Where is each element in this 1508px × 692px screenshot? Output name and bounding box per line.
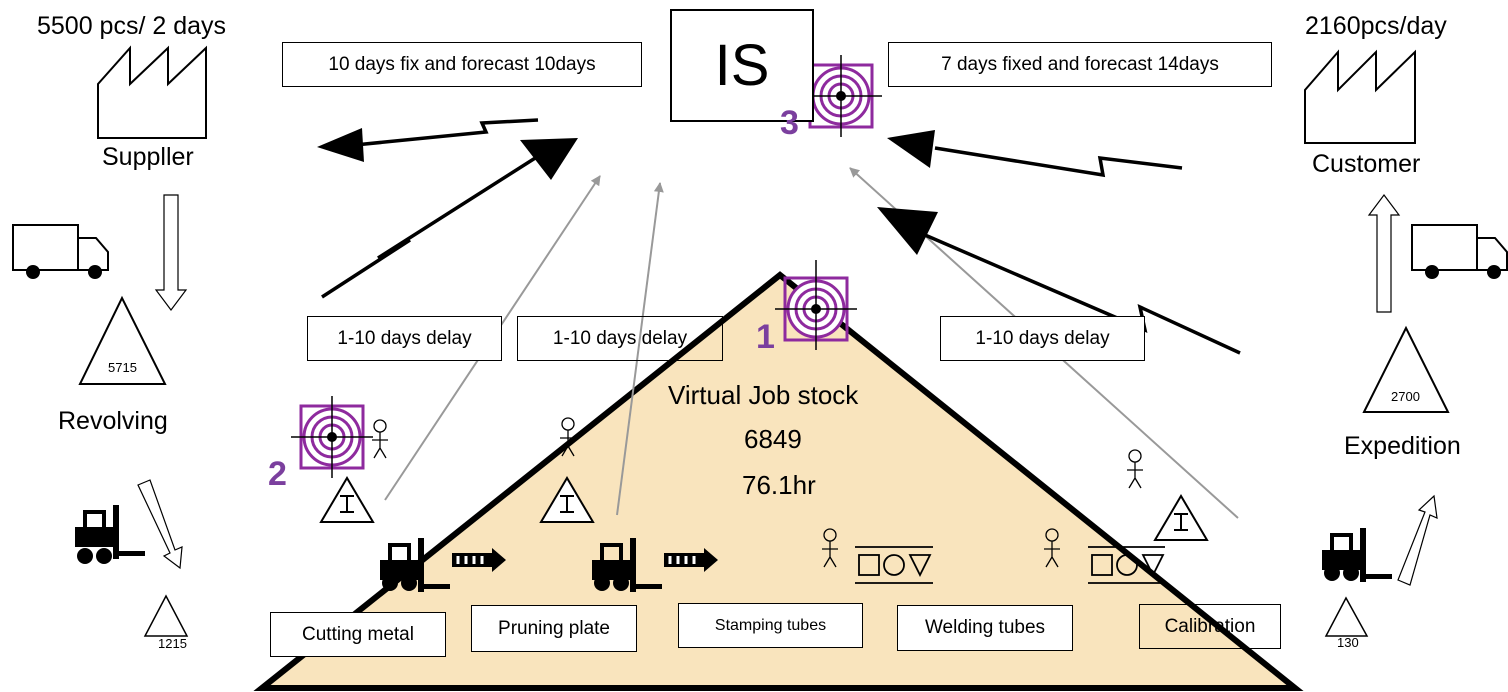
kanban-icon-2 — [539, 476, 595, 523]
fifo-icon-1 — [855, 546, 933, 584]
revolving-inventory-value: 5715 — [108, 360, 137, 375]
electronic-arrow-from-production — [321, 138, 578, 299]
job-stock-hours: 76.1hr — [742, 470, 816, 500]
target-icon-1 — [775, 260, 857, 350]
expedition-inventory-value: 2700 — [1391, 389, 1420, 404]
customer-label: Customer — [1312, 150, 1421, 178]
operator-icon-4 — [1044, 528, 1060, 568]
factory-icon-supplier — [97, 45, 207, 139]
push-arrow-icon-1 — [452, 548, 506, 572]
truck-icon-supplier — [12, 224, 109, 279]
inventory-triangle-icon-expedition — [1362, 325, 1450, 413]
electronic-arrow-from-customer — [887, 130, 1183, 178]
process-calibration: Calibration — [1139, 604, 1281, 649]
forklift-icon-1 — [75, 505, 145, 564]
shipment-arrow-supplier — [154, 194, 188, 311]
process-welding-tubes: Welding tubes — [897, 605, 1073, 651]
operator-icon-2 — [560, 417, 576, 457]
target-icon-3 — [800, 55, 882, 137]
job-stock-title: Virtual Job stock — [668, 380, 859, 410]
operator-icon-3 — [822, 528, 838, 568]
kanban-icon-3 — [1153, 494, 1209, 541]
delay-box-1: 1-10 days delay — [307, 316, 502, 361]
push-arrow-customer-up — [1397, 494, 1438, 586]
marker-number-2: 2 — [268, 455, 287, 493]
customer-order-box: 7 days fixed and forecast 14days — [888, 42, 1272, 87]
process-label: Cutting metal — [302, 623, 414, 645]
customer-rate: 2160pcs/day — [1305, 12, 1447, 40]
kanban-icon-1 — [319, 476, 375, 523]
job-stock-units: 6849 — [744, 424, 802, 454]
push-arrow-icon-2 — [664, 548, 718, 572]
customer-order-text: 7 days fixed and forecast 14days — [941, 53, 1219, 75]
factory-icon-customer — [1304, 49, 1416, 144]
expedition-label: Expedition — [1344, 432, 1461, 460]
target-icon-2 — [291, 396, 373, 478]
process-label: Calibration — [1164, 615, 1256, 637]
supplier-label: Suppller — [102, 143, 194, 171]
forklift-icon-3 — [592, 538, 662, 592]
inventory-triangle-icon-customer-small — [1324, 596, 1369, 637]
delay-text-2: 1-10 days delay — [552, 327, 688, 349]
supplier-order-box: 10 days fix and forecast 10days — [282, 42, 642, 87]
supplier-rate: 5500 pcs/ 2 days — [37, 12, 227, 40]
virtual-job-stock-triangle — [253, 271, 1304, 691]
push-arrow-supplier-down — [137, 479, 183, 570]
operator-icon-5 — [1127, 449, 1143, 489]
supplier-order-text: 10 days fix and forecast 10days — [328, 53, 596, 75]
revolving-label: Revolving — [58, 407, 168, 435]
forklift-icon-4 — [1322, 528, 1392, 582]
electronic-arrow-to-supplier — [317, 118, 539, 162]
information-system-box: IS — [670, 9, 814, 122]
process-label: Stamping tubes — [714, 616, 827, 634]
inventory-triangle-icon-revolving — [78, 295, 167, 385]
customer-small-inventory: 130 — [1337, 635, 1359, 650]
information-system-label: IS — [714, 33, 770, 98]
process-label: Welding tubes — [924, 617, 1046, 638]
marker-number-3: 3 — [780, 104, 799, 142]
delay-box-2: 1-10 days delay — [517, 316, 723, 361]
process-label: Pruning plate — [498, 617, 610, 639]
shipment-arrow-customer — [1367, 194, 1401, 313]
delay-box-3: 1-10 days delay — [940, 316, 1145, 361]
forklift-icon-2 — [380, 538, 450, 592]
marker-number-1: 1 — [756, 318, 775, 356]
supplier-small-inventory: 1215 — [158, 636, 187, 651]
fifo-icon-2 — [1088, 546, 1165, 584]
operator-icon-1 — [372, 419, 388, 459]
process-cutting-metal: Cutting metal — [270, 612, 446, 657]
delay-text-3: 1-10 days delay — [975, 327, 1110, 349]
inventory-triangle-icon-supplier-small — [143, 594, 189, 637]
process-stamping-tubes: Stamping tubes — [678, 603, 863, 648]
process-pruning-plate: Pruning plate — [471, 605, 637, 652]
truck-icon-customer — [1411, 224, 1508, 279]
delay-text-1: 1-10 days delay — [337, 327, 472, 349]
